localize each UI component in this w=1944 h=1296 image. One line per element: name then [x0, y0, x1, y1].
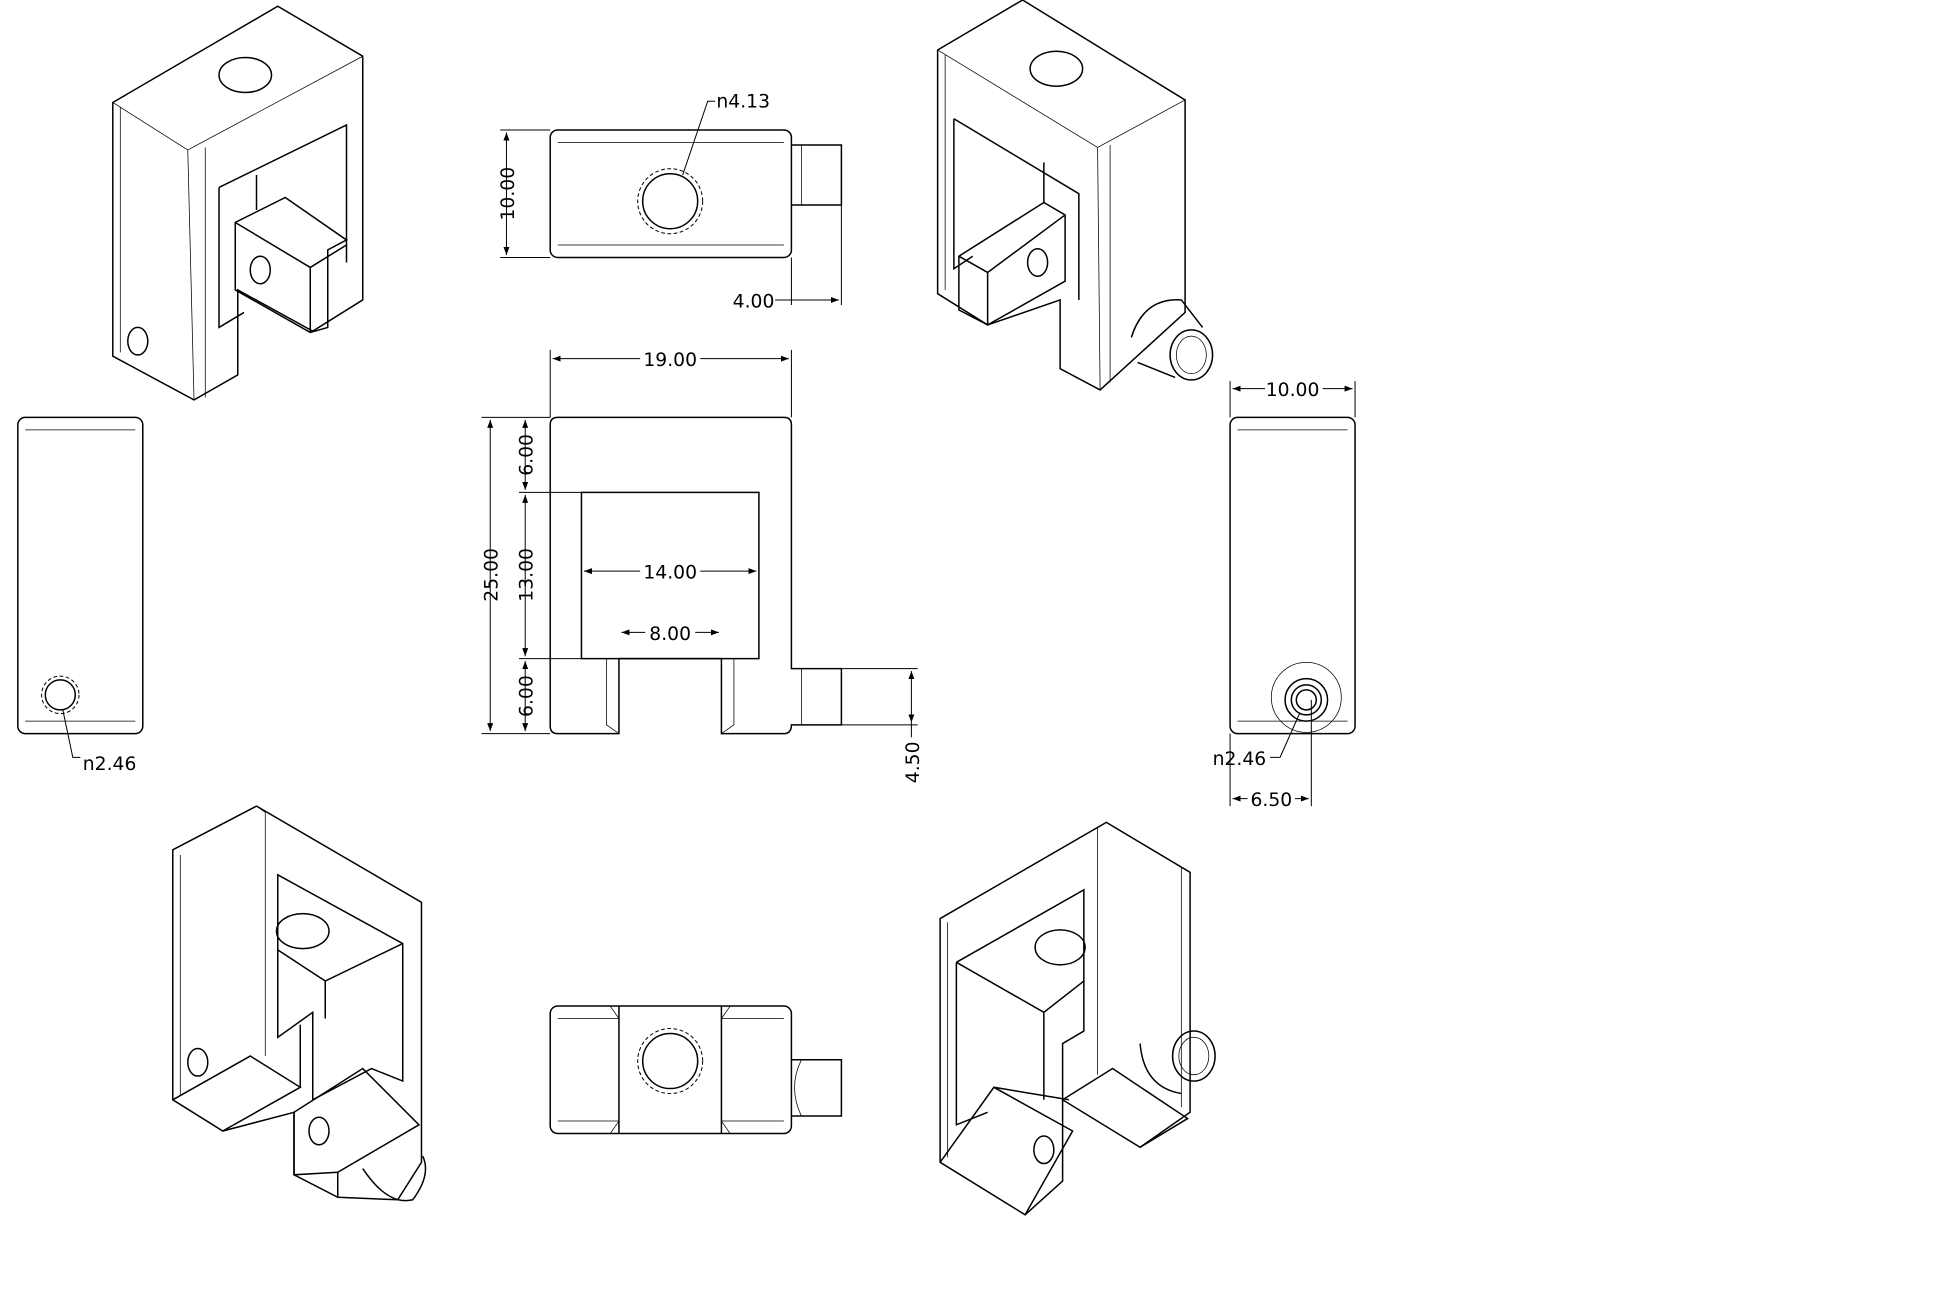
isometric-view-bottom-right: [939, 821, 1216, 1216]
slot-width-dimension: 8.00: [649, 624, 691, 645]
right-view: 10.00 n2.46 6.50: [1213, 378, 1356, 811]
front-view: 19.00 25.00 6.00 13.00 6.00 14.00 8.00 4…: [481, 348, 924, 783]
width-dimension: 19.00: [643, 350, 697, 371]
boss-height-dimension: 4.50: [903, 741, 924, 783]
top-offset-dimension: 6.00: [517, 434, 538, 476]
hole-diameter-label: n2.46: [1213, 749, 1267, 770]
hole-diameter-label: n2.46: [83, 754, 137, 775]
bottom-view: [549, 1005, 843, 1135]
top-view: n4.13 10.00 4.00: [498, 91, 843, 312]
isometric-view-top-right: [936, 0, 1214, 391]
boss-length-dimension: 4.00: [733, 291, 775, 312]
width-dimension: 10.00: [1266, 380, 1320, 401]
height-dimension: 10.00: [498, 167, 519, 221]
hole-diameter-label: n4.13: [716, 91, 770, 112]
left-view: n2.46: [17, 416, 144, 775]
hole-offset-dimension: 6.50: [1250, 790, 1292, 811]
isometric-view-bottom-left: [172, 805, 427, 1202]
bottom-offset-dimension: 6.00: [517, 675, 538, 717]
isometric-view-top-left: [112, 5, 364, 401]
height-dimension: 25.00: [482, 548, 503, 602]
window-width-dimension: 14.00: [643, 563, 697, 584]
window-height-dimension: 13.00: [517, 548, 538, 602]
